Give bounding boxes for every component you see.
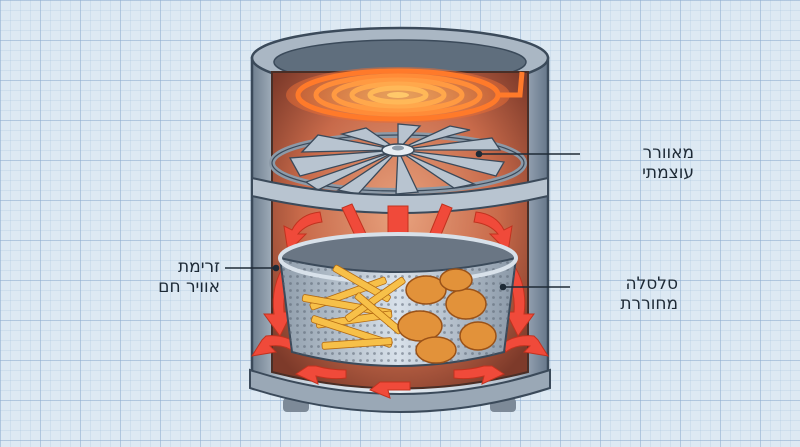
callout-lines (225, 150, 580, 291)
airflow-label-line2: אוויר חם (158, 277, 220, 297)
airflow-label-line1: זרימת (177, 257, 220, 277)
airflow-callout: זרימת אוויר חם (132, 257, 220, 297)
basket-label-line2: מחוררת (620, 294, 678, 314)
fan-callout: מאוורר עוצמתי (584, 143, 694, 183)
heating-coil-icon (286, 67, 525, 123)
divider-band (251, 176, 549, 214)
fries-icon (301, 264, 406, 350)
nuggets-icon (397, 268, 497, 364)
fan-icon (269, 123, 527, 195)
fan-label-line2: עוצמתי (642, 163, 694, 183)
fan-label-line1: מאוורר (642, 143, 694, 163)
basket-callout: סלסלה מחוררת (574, 274, 678, 314)
basket-label-line1: סלסלה (625, 274, 679, 294)
